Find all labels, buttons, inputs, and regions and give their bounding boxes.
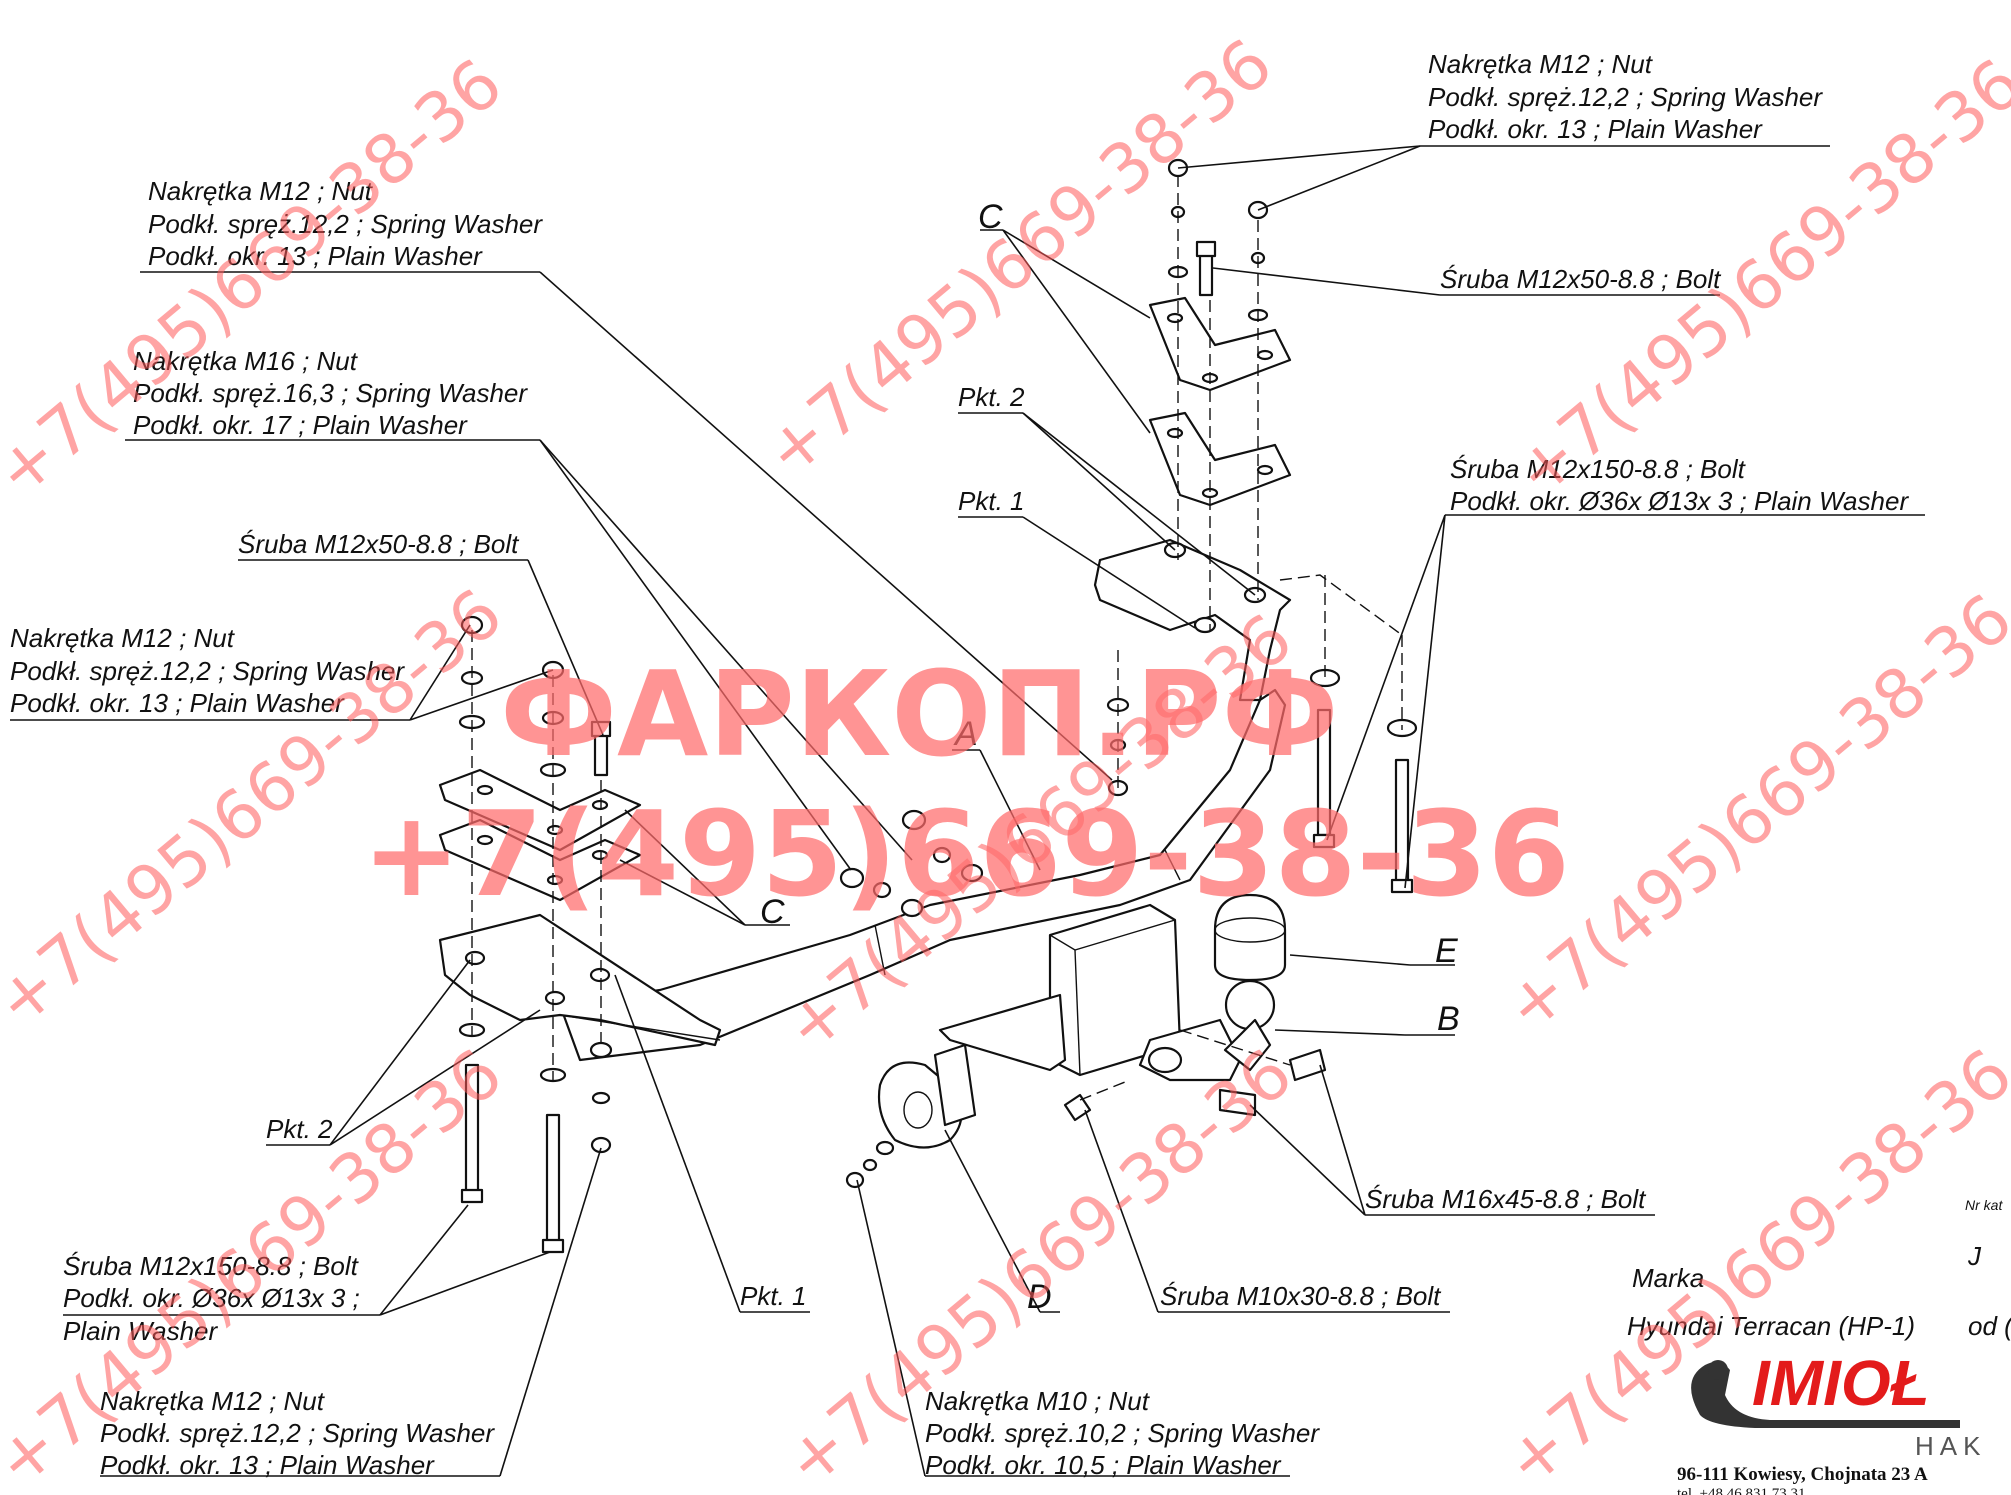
leader-lines	[10, 145, 1925, 1477]
svg-text:Śruba M12x150-8.8 ; Bolt: Śruba M12x150-8.8 ; Bolt	[63, 1251, 360, 1281]
parts-geometry	[438, 158, 1418, 1254]
callout-bolt-m16x45: Śruba M16x45-8.8 ; Bolt	[1365, 1184, 1647, 1214]
svg-text:Nakrętka M10 ; Nut: Nakrętka M10 ; Nut	[925, 1386, 1151, 1416]
callout-pkt1-bottom: Pkt. 1	[740, 1281, 806, 1311]
svg-text:Podkł. spręż.16,3 ; Spring Was: Podkł. spręż.16,3 ; Spring Washer	[133, 378, 528, 408]
svg-text:Podkł. spręż.12,2 ; Spring Was: Podkł. spręż.12,2 ; Spring Washer	[1428, 82, 1823, 112]
socket-plate-bracket	[938, 993, 1067, 1072]
letter-b: B	[1437, 1000, 1460, 1038]
svg-text:Śruba M12x50-8.8 ; Bolt: Śruba M12x50-8.8 ; Bolt	[238, 529, 520, 559]
svg-text:Pkt. 2: Pkt. 2	[958, 382, 1025, 412]
svg-text:Pkt. 2: Pkt. 2	[266, 1114, 333, 1144]
watermark-phone: +7(495)669-38-36	[362, 785, 1570, 923]
svg-text:Podkł. spręż.12,2 ; Spring Was: Podkł. spręż.12,2 ; Spring Washer	[148, 209, 543, 239]
svg-text:Podkł. okr. 10,5 ; Plain Washe: Podkł. okr. 10,5 ; Plain Washer	[925, 1450, 1282, 1480]
svg-text:Pkt. 1: Pkt. 1	[740, 1281, 806, 1311]
svg-text:Podkł. okr. 13 ; Plain Washer: Podkł. okr. 13 ; Plain Washer	[100, 1450, 435, 1480]
callout-nut-m12-bottom-left: Nakrętka M12 ; Nut Podkł. spręż.12,2 ; S…	[100, 1386, 495, 1480]
bolt-m16-2	[1218, 1088, 1257, 1117]
logo-sub: HAK	[1915, 1431, 1986, 1461]
svg-text:Podkł. okr. 13 ; Plain Washer: Podkł. okr. 13 ; Plain Washer	[148, 241, 483, 271]
svg-text:Podkł. spręż.12,2 ; Spring Was: Podkł. spręż.12,2 ; Spring Washer	[10, 656, 405, 686]
bolt-left-long-2	[545, 1113, 561, 1247]
svg-text:Podkł. okr. 13 ; Plain Washer: Podkł. okr. 13 ; Plain Washer	[10, 688, 345, 718]
letter-c-bottom: C	[760, 893, 785, 931]
svg-text:Pkt. 1: Pkt. 1	[958, 486, 1024, 516]
company-phone: tel. +48 46 831 73 31	[1677, 1486, 1805, 1495]
tow-ball-b	[1224, 979, 1276, 1031]
logo-text: IMIOŁ	[1752, 1347, 1930, 1419]
callout-nut-m12-mid-left: Nakrętka M12 ; Nut Podkł. spręż.12,2 ; S…	[10, 623, 405, 718]
callout-bolt-m12x150-right: Śruba M12x150-8.8 ; Bolt Podkł. okr. Ø36…	[1450, 454, 1909, 516]
svg-text:Podkł. okr. 13 ; Plain Washer: Podkł. okr. 13 ; Plain Washer	[1428, 114, 1763, 144]
marka-label: Marka	[1632, 1263, 1704, 1293]
callout-bolt-m10x30: Śruba M10x30-8.8 ; Bolt	[1160, 1281, 1442, 1311]
svg-text:Nakrętka M12 ; Nut: Nakrętka M12 ; Nut	[10, 623, 236, 653]
assembly-axes	[471, 175, 1403, 1101]
svg-text:Podkł. okr. 17 ; Plain Washer: Podkł. okr. 17 ; Plain Washer	[133, 410, 468, 440]
callout-bolt-m12x50-right: Śruba M12x50-8.8 ; Bolt	[1440, 264, 1722, 294]
callout-bolt-m12x50-left: Śruba M12x50-8.8 ; Bolt	[238, 529, 520, 559]
callout-pkt2-bottom: Pkt. 2	[266, 1114, 333, 1144]
svg-text:Nakrętka M12 ; Nut: Nakrętka M12 ; Nut	[148, 176, 374, 206]
vehicle-name: Hyundai Terracan (HP-1)	[1627, 1311, 1915, 1341]
socket-mount-d	[933, 1043, 977, 1127]
svg-text:Śruba M16x45-8.8 ; Bolt: Śruba M16x45-8.8 ; Bolt	[1365, 1184, 1647, 1214]
svg-text:Podkł. spręż.10,2 ; Spring Was: Podkł. spręż.10,2 ; Spring Washer	[925, 1418, 1320, 1448]
left-bracket	[438, 913, 722, 1047]
callout-bolt-m12x150-left: Śruba M12x150-8.8 ; Bolt Podkł. okr. Ø36…	[63, 1251, 360, 1346]
callout-pkt1-top: Pkt. 1	[958, 486, 1024, 516]
callout-nut-m12-top-right: Nakrętka M12 ; Nut Podkł. spręż.12,2 ; S…	[1428, 49, 1823, 144]
from-label: od (	[1968, 1311, 2011, 1341]
letter-a: A	[953, 715, 978, 753]
svg-text:Podkł. okr. Ø36x Ø13x 3 ;: Podkł. okr. Ø36x Ø13x 3 ;	[63, 1283, 360, 1313]
svg-text:Plain Washer: Plain Washer	[63, 1316, 218, 1346]
bolt-m16-1	[1288, 1048, 1327, 1082]
letter-d: D	[1027, 1278, 1052, 1316]
letter-e: E	[1435, 932, 1458, 970]
imiol-logo: IMIOŁ HAK	[1691, 1347, 1986, 1461]
svg-text:Nakrętka M12 ; Nut: Nakrętka M12 ; Nut	[100, 1386, 326, 1416]
svg-text:Podkł. okr. Ø36x Ø13x 3 ; Pla: Podkł. okr. Ø36x Ø13x 3 ; Plain Washer	[1450, 486, 1909, 516]
title-block: Nr kat J Marka Hyundai Terracan (HP-1) o…	[1627, 1197, 2011, 1495]
watermark-site: ФАРКОП.РФ	[500, 645, 1339, 783]
plate-c-right-1	[1148, 296, 1292, 392]
bolt-m10	[1063, 1093, 1092, 1122]
callout-nut-m12-top-left: Nakrętka M12 ; Nut Podkł. spręż.12,2 ; S…	[148, 176, 543, 271]
ball-cap-e	[1213, 893, 1287, 982]
svg-text:Śruba M10x30-8.8 ; Bolt: Śruba M10x30-8.8 ; Bolt	[1160, 1281, 1442, 1311]
svg-text:Podkł. spręż.12,2 ; Spring Was: Podkł. spręż.12,2 ; Spring Washer	[100, 1418, 495, 1448]
letter-c-top: C	[978, 198, 1003, 236]
callout-nut-m10: Nakrętka M10 ; Nut Podkł. spręż.10,2 ; S…	[925, 1386, 1320, 1480]
svg-text:Śruba M12x150-8.8 ; Bolt: Śruba M12x150-8.8 ; Bolt	[1450, 454, 1747, 484]
nr-kat-label: Nr kat	[1965, 1197, 2003, 1213]
catalog-fragment: J	[1967, 1241, 1982, 1271]
svg-text:Nakrętka M16 ; Nut: Nakrętka M16 ; Nut	[133, 346, 359, 376]
svg-text:Nakrętka M12 ; Nut: Nakrętka M12 ; Nut	[1428, 49, 1654, 79]
svg-text:+7(495)669-38-36: +7(495)669-38-36	[0, 44, 517, 513]
callout-pkt2-top: Pkt. 2	[958, 382, 1025, 412]
plate-c-right-2	[1148, 411, 1292, 507]
svg-text:Śruba M12x50-8.8 ; Bolt: Śruba M12x50-8.8 ; Bolt	[1440, 264, 1722, 294]
bolt-right-short	[1198, 253, 1214, 297]
callout-nut-m16: Nakrętka M16 ; Nut Podkł. spręż.16,3 ; S…	[133, 346, 528, 440]
right-bracket	[1093, 538, 1292, 702]
company-address: 96-111 Kowiesy, Chojnata 23 A	[1677, 1464, 1928, 1485]
